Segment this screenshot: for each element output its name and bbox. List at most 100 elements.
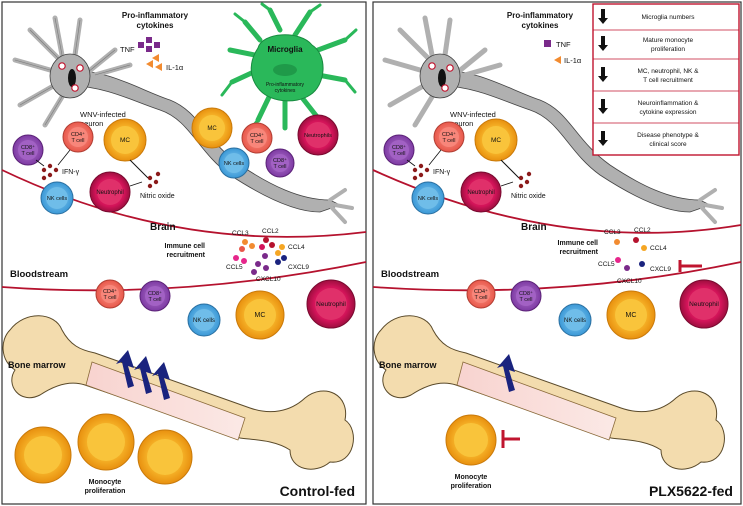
chemokine-dots-icon (233, 237, 287, 275)
cd4-label-2: T cell (442, 138, 455, 144)
ccl5-label: CCL5 (226, 264, 243, 271)
il1a-label: IL-1α (166, 63, 184, 72)
ccl5-label: CCL5 (598, 261, 615, 268)
bs-mc-label: MC (626, 312, 637, 319)
legend-item-2-line1: Mature monocyte (643, 37, 694, 44)
nk-label: NK cells (47, 196, 67, 202)
recruit-label-1: Immune cell (558, 240, 599, 247)
brain-nk-cell (218, 147, 250, 179)
bone-marrow-bone (2, 315, 354, 470)
panel-title-plx5622: PLX5622-fed (649, 483, 733, 499)
cytokines-heading-2: cytokines (522, 21, 559, 30)
nk-cell (40, 181, 74, 215)
nitric-oxide-dots-icon (147, 171, 161, 189)
wnv-infected-neuron (382, 15, 724, 224)
cxcl9-label: CXCL9 (288, 264, 309, 271)
mc-arrow (129, 159, 149, 179)
ccl4-label: CCL4 (288, 244, 305, 251)
legend-item-4-line2: cytokine expression (639, 109, 696, 116)
nk-cell (411, 181, 445, 215)
cytokines-heading-2: cytokines (137, 21, 174, 30)
monocyte-cell (445, 414, 497, 466)
bs-cd8-t-cell (510, 280, 542, 312)
legend-item-3-line1: MC, neutrophil, NK & (637, 68, 699, 75)
ccl3-label: CCL3 (232, 230, 249, 237)
neuron-label-1: WNV-infected (80, 110, 126, 119)
legend-item-1: Microglia numbers (641, 14, 695, 21)
brain-label: Brain (150, 222, 176, 233)
brain-cd4-label-1: CD4⁺ (250, 132, 264, 139)
legend-item-3-line2: T cell recruitment (643, 77, 693, 84)
panel-title-control: Control-fed (280, 483, 355, 499)
cytokines-heading-1: Pro-inflammatory (122, 11, 189, 20)
recruit-label-2: recruitment (559, 249, 598, 256)
legend-item-5-line2: clinical score (649, 141, 687, 148)
monocyte-label-1: Monocyte (455, 474, 488, 481)
cd8-label-2: T cell (392, 151, 405, 157)
legend-item-5-line1: Disease phenotype & (637, 132, 699, 139)
ifn-dots-icon (41, 163, 59, 181)
neutrophil-cell (460, 171, 502, 213)
tnf-label: TNF (120, 45, 135, 54)
bs-nk-label: NK cells (193, 318, 215, 324)
cd8-t-cell (12, 134, 44, 166)
mc-label: MC (120, 137, 130, 144)
bs-cd8-label-1: CD8⁺ (148, 290, 162, 297)
bs-neutrophil-cell (679, 279, 729, 329)
bs-neutrophil-label: Neutrophil (316, 301, 346, 308)
monocyte-label-1: Monocyte (89, 479, 122, 486)
microglia-label: Microglia (267, 45, 303, 54)
brain-neutrophils-cell (297, 114, 339, 156)
ccl2-label: CCL2 (262, 228, 279, 235)
brain-mc-label: MC (207, 126, 217, 132)
bs-cd4-t-cell (466, 279, 496, 309)
nitric-oxide-dots-icon (518, 171, 532, 189)
microglia-cytokines-label-2: cytokines (275, 88, 296, 94)
cd8-label-1: CD8⁺ (392, 144, 406, 151)
cd4-t-cell (62, 121, 94, 153)
up-arrows-icon (116, 350, 170, 400)
bs-nk-label: NK cells (564, 318, 586, 324)
il1a-label: IL-1α (564, 56, 582, 65)
bloodstream-boundary (1, 261, 367, 292)
bs-cd4-label-1: CD4⁺ (474, 288, 488, 295)
brain-cd8-label-1: CD8⁺ (273, 157, 287, 164)
neutrophil-arrow (129, 181, 143, 187)
bloodstream-label: Bloodstream (381, 269, 439, 280)
bs-mc-cell (606, 290, 656, 340)
bs-nk-cell (187, 303, 221, 337)
panel-plx5622-fed: WNV-infected neuron Pro-inflammatory cyt… (372, 1, 742, 505)
mc-label: MC (491, 137, 501, 144)
ifn-dots-icon (412, 163, 430, 181)
bs-cd4-t-cell (95, 279, 125, 309)
mc-arrow (500, 159, 520, 179)
nitric-oxide-label: Nitric oxide (511, 193, 546, 200)
brain-label: Brain (521, 222, 547, 233)
microglia-cytokines-label-1: Pro-inflammatory (266, 82, 305, 88)
neuron-label-2: neuron (450, 119, 473, 128)
ifn-arrows (35, 149, 71, 167)
brain-cd4-t-cell (241, 122, 273, 154)
mc-cell (103, 118, 147, 162)
brain-nk-label: NK cells (224, 161, 244, 167)
inhibition-icon (678, 260, 702, 272)
il1a-triangle-icon (554, 56, 561, 64)
bs-cd8-t-cell (139, 280, 171, 312)
mc-cell (474, 118, 518, 162)
cxcl9-label: CXCL9 (650, 266, 671, 273)
ifn-label: IFN-γ (62, 169, 80, 176)
monocyte-cell (14, 413, 193, 485)
cd4-label-1: CD4⁺ (71, 131, 85, 138)
panel-control-fed: WNV-infected neuron Pro-inflammatory cyt… (1, 1, 367, 505)
bone-marrow-label: Bone marrow (8, 360, 67, 370)
down-arrow-icon (598, 9, 608, 146)
cd8-t-cell (383, 134, 415, 166)
brain-cd4-label-2: T cell (250, 139, 263, 145)
brain-neutrophils-label: Neutrophils (304, 133, 332, 139)
legend-item-2-line2: proliferation (651, 46, 685, 53)
nitric-oxide-label: Nitric oxide (140, 193, 175, 200)
up-arrow-icon (497, 354, 515, 392)
bone-marrow-label: Bone marrow (379, 360, 438, 370)
cd4-t-cell (433, 121, 465, 153)
bs-nk-cell (558, 303, 592, 337)
